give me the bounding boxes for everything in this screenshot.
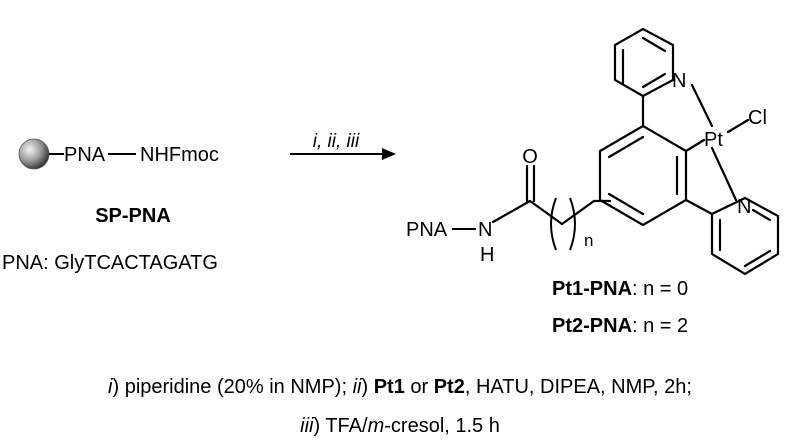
bottom-pyridine-n-atom: N <box>737 196 751 218</box>
product-pna-label: PNA <box>406 219 448 241</box>
reactant-sp-pna: PNA NHFmoc SP-PNA PNA: GlyTCACTAGATG <box>2 138 219 274</box>
repeat-bracket-right <box>569 197 576 251</box>
pt1-pna-value: : n = 0 <box>632 278 688 300</box>
step-i-text: ) piperidine (20% in NMP); <box>112 376 352 398</box>
reactant-name: SP-PNA <box>95 205 171 227</box>
top-pyridine-n-atom: N <box>672 70 686 92</box>
reactant-nhfmoc-label: NHFmoc <box>140 144 219 166</box>
meta-marker: m <box>368 415 385 437</box>
chloride-atom: Cl <box>748 107 767 129</box>
pt2-pna-value: : n = 2 <box>632 315 688 337</box>
solid-support-bead-icon <box>18 138 50 170</box>
reactant-pna-label: PNA <box>64 144 106 166</box>
step-ii-suffix: , HATU, DIPEA, NMP, 2h; <box>465 376 692 398</box>
step-iii-suffix: -cresol, 1.5 h <box>384 415 500 437</box>
pt1-pna-name: Pt1-PNA <box>552 278 632 300</box>
pt-atom: Pt <box>704 129 723 151</box>
reaction-conditions: i) piperidine (20% in NMP); ii) Pt1 or P… <box>108 376 692 437</box>
repeat-bracket-left <box>550 197 557 251</box>
step-i-marker: i <box>108 376 113 398</box>
top-pyridine-ring <box>613 27 675 98</box>
step-ii-pt1: Pt1 <box>374 376 405 398</box>
pt1-pna-label: Pt1-PNA: n = 0 <box>552 278 688 300</box>
conditions-line-1: i) piperidine (20% in NMP); ii) Pt1 or P… <box>108 376 692 398</box>
pna-sequence: PNA: GlyTCACTAGATG <box>2 252 218 274</box>
arrow-conditions-label: i, ii, iii <box>313 131 360 152</box>
bottom-pyridine-ring <box>710 196 780 276</box>
carbonyl-o-atom: O <box>522 146 538 168</box>
conditions-line-2: iii) TFA/m-cresol, 1.5 h <box>300 415 500 437</box>
step-iii-marker: iii <box>300 415 314 437</box>
step-ii-marker: ii <box>353 376 362 398</box>
repeat-subscript-n: n <box>584 231 593 250</box>
central-benzene-ring <box>598 124 688 227</box>
step-ii-prefix: ) <box>361 376 373 398</box>
product-structure: PNA N H O n N Pt Cl <box>406 27 780 337</box>
reaction-arrow: i, ii, iii <box>290 131 396 160</box>
step-ii-pt2: Pt2 <box>434 376 465 398</box>
step-iii-prefix: ) TFA/ <box>313 415 368 437</box>
arrow-head-icon <box>382 148 396 160</box>
pt2-pna-name: Pt2-PNA <box>552 315 632 337</box>
amide-n-atom: N <box>478 219 492 241</box>
amide-h-atom: H <box>480 244 494 266</box>
step-ii-or: or <box>405 376 434 398</box>
pt2-pna-label: Pt2-PNA: n = 2 <box>552 315 688 337</box>
